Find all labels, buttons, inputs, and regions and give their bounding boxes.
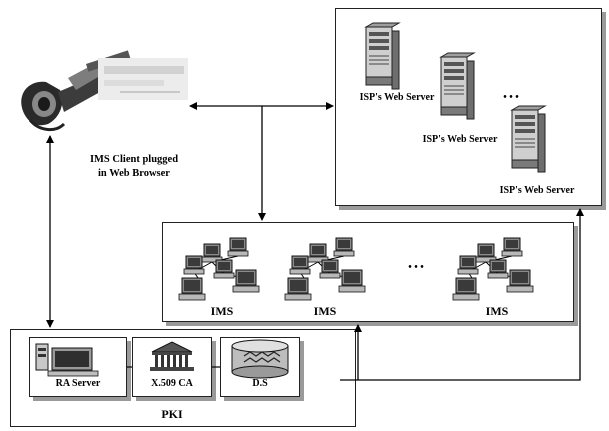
ca-building-icon xyxy=(150,342,194,371)
ims-cluster-icon-1 xyxy=(179,238,259,300)
ims-cluster-icon-3 xyxy=(453,238,533,300)
client-label-line1: IMS Client plugged xyxy=(74,154,194,165)
isp-server-icon-1 xyxy=(366,23,399,89)
ca-label: X.509 CA xyxy=(132,378,212,389)
isp-server-label-2: ISP's Web Server xyxy=(415,134,505,145)
database-icon xyxy=(232,340,288,378)
isp-server-label-3: ISP's Web Server xyxy=(492,185,582,196)
isp-server-icon-3 xyxy=(512,106,545,172)
isp-ellipsis: • • • xyxy=(494,92,528,103)
isp-server-icon-2 xyxy=(441,53,474,119)
ims-ellipsis: • • • xyxy=(396,262,436,273)
ims-cluster-icon-2 xyxy=(285,238,365,300)
ra-server-icon xyxy=(36,344,98,376)
ims-label-3: IMS xyxy=(475,304,519,319)
ds-label: D.S xyxy=(220,378,300,389)
ra-server-label: RA Server xyxy=(29,378,127,389)
isp-server-label-1: ISP's Web Server xyxy=(352,92,442,103)
ims-label-2: IMS xyxy=(303,304,347,319)
client-label-line2: in Web Browser xyxy=(74,168,194,179)
pki-title: PKI xyxy=(132,407,212,422)
ims-label-1: IMS xyxy=(200,304,244,319)
ims-client-device-icon xyxy=(21,50,188,129)
